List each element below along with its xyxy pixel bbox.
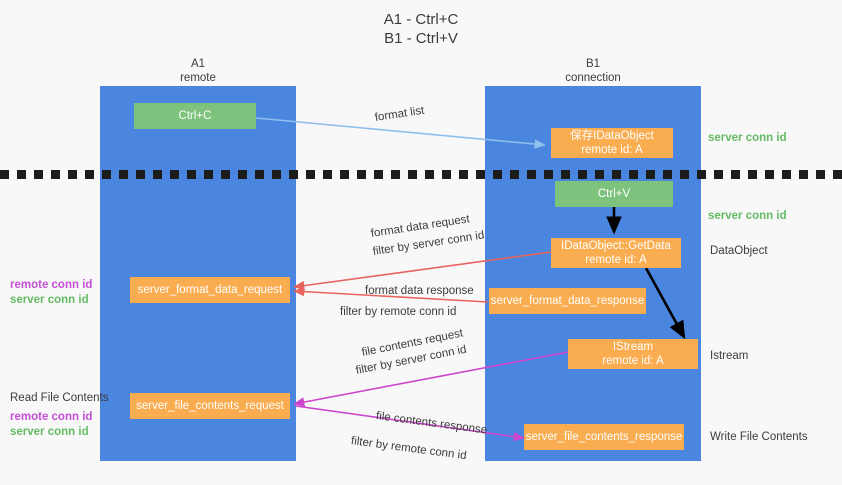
left-label-server-conn-id-upper: server conn id: [10, 294, 89, 306]
left-label-server-conn-id-lower: server conn id: [10, 426, 89, 438]
lane-header-b1: B1 connection: [565, 58, 621, 84]
phase-divider-dashed-line: [0, 170, 842, 179]
label-format-data-response: format data response: [365, 285, 474, 297]
box-server-format-data-response[interactable]: server_format_data_response: [489, 288, 646, 314]
left-label-read-file-contents: Read File Contents: [10, 392, 109, 404]
box-server-file-contents-request[interactable]: server_file_contents_request: [130, 393, 290, 419]
filter-by-text: filter by: [354, 358, 394, 377]
right-label-server-conn-id-mid: server conn id: [708, 210, 787, 222]
remote-conn-id-text: remote conn id: [380, 306, 457, 318]
filter-by-text: filter by: [372, 240, 411, 258]
lane-header-a1: A1 remote: [180, 58, 216, 84]
label-file-contents-response-filter: filter by remote conn id: [350, 434, 467, 464]
box-save-idataobject[interactable]: 保存IDataObject remote id: A: [551, 128, 673, 158]
remote-conn-id-text: remote conn id: [390, 440, 468, 463]
filter-by-text: filter by: [350, 435, 389, 452]
page-title: A1 - Ctrl+C B1 - Ctrl+V: [383, 11, 459, 47]
filter-by-text: filter by: [340, 306, 378, 318]
label-format-data-response-filter: filter by remote conn id: [340, 305, 456, 320]
box-ctrl-c[interactable]: Ctrl+C: [134, 103, 256, 129]
left-label-remote-conn-id-upper: remote conn id: [10, 279, 93, 291]
left-label-remote-conn-id-lower: remote conn id: [10, 411, 93, 423]
right-label-istream: Istream: [710, 350, 749, 362]
box-istream[interactable]: IStream remote id: A: [568, 339, 698, 369]
label-file-contents-response: file contents response: [375, 410, 488, 437]
box-server-file-contents-response[interactable]: server_file_contents_response: [524, 424, 684, 450]
right-label-dataobject: DataObject: [710, 245, 768, 257]
box-server-format-data-request[interactable]: server_format_data_request: [130, 277, 290, 303]
box-idataobject-getdata[interactable]: IDataObject::GetData remote id: A: [551, 238, 681, 268]
label-format-list: format list: [374, 104, 426, 124]
right-label-server-conn-id-top: server conn id: [708, 132, 787, 144]
box-ctrl-v[interactable]: Ctrl+V: [555, 181, 673, 207]
right-label-write-file-contents: Write File Contents: [710, 431, 808, 443]
